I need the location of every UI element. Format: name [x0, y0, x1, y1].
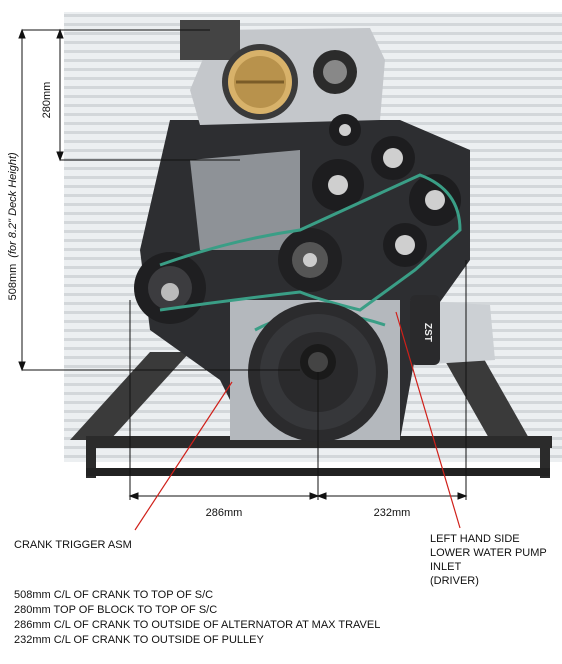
filter-brand-label: ZST	[422, 323, 433, 342]
water-pump-line-2: LOWER WATER PUMP	[430, 547, 547, 559]
legend-item: 508mm C/L OF CRANK TO TOP OF S/C	[14, 589, 214, 601]
oil-filter: ZST	[410, 295, 495, 365]
dimension-280-label: 280mm	[41, 82, 53, 119]
water-pump-line-1: LEFT HAND SIDE	[430, 533, 520, 545]
dimension-232-label: 232mm	[374, 507, 411, 519]
door-stripe	[64, 23, 562, 26]
water-pump-line-4: (DRIVER)	[430, 575, 479, 587]
door-stripe	[64, 455, 562, 458]
dimension-286-label: 286mm	[206, 507, 243, 519]
dimension-legend: 508mm C/L OF CRANK TO TOP OF S/C 280mm T…	[14, 588, 380, 648]
legend-item: 232mm C/L OF CRANK TO OUTSIDE OF PULLEY	[14, 634, 264, 646]
pulleys	[278, 114, 461, 292]
dimension-508-label: 508mm	[7, 264, 19, 301]
callout-lines	[134, 311, 461, 531]
door-stripe	[64, 14, 562, 17]
legend-item: 286mm C/L OF CRANK TO OUTSIDE OF ALTERNA…	[14, 619, 381, 631]
supercharger	[180, 20, 385, 125]
water-pump-line-3: INLET	[430, 561, 462, 573]
deck-height-note: (for 8.2" Deck Height)	[7, 152, 19, 258]
dimension-lines	[18, 28, 468, 500]
legend-item: 280mm TOP OF BLOCK TO TOP OF S/C	[14, 604, 218, 616]
water-pump-callout: LEFT HAND SIDE LOWER WATER PUMP INLET (D…	[430, 532, 547, 588]
crank-trigger-label: CRANK TRIGGER ASM	[14, 539, 132, 551]
